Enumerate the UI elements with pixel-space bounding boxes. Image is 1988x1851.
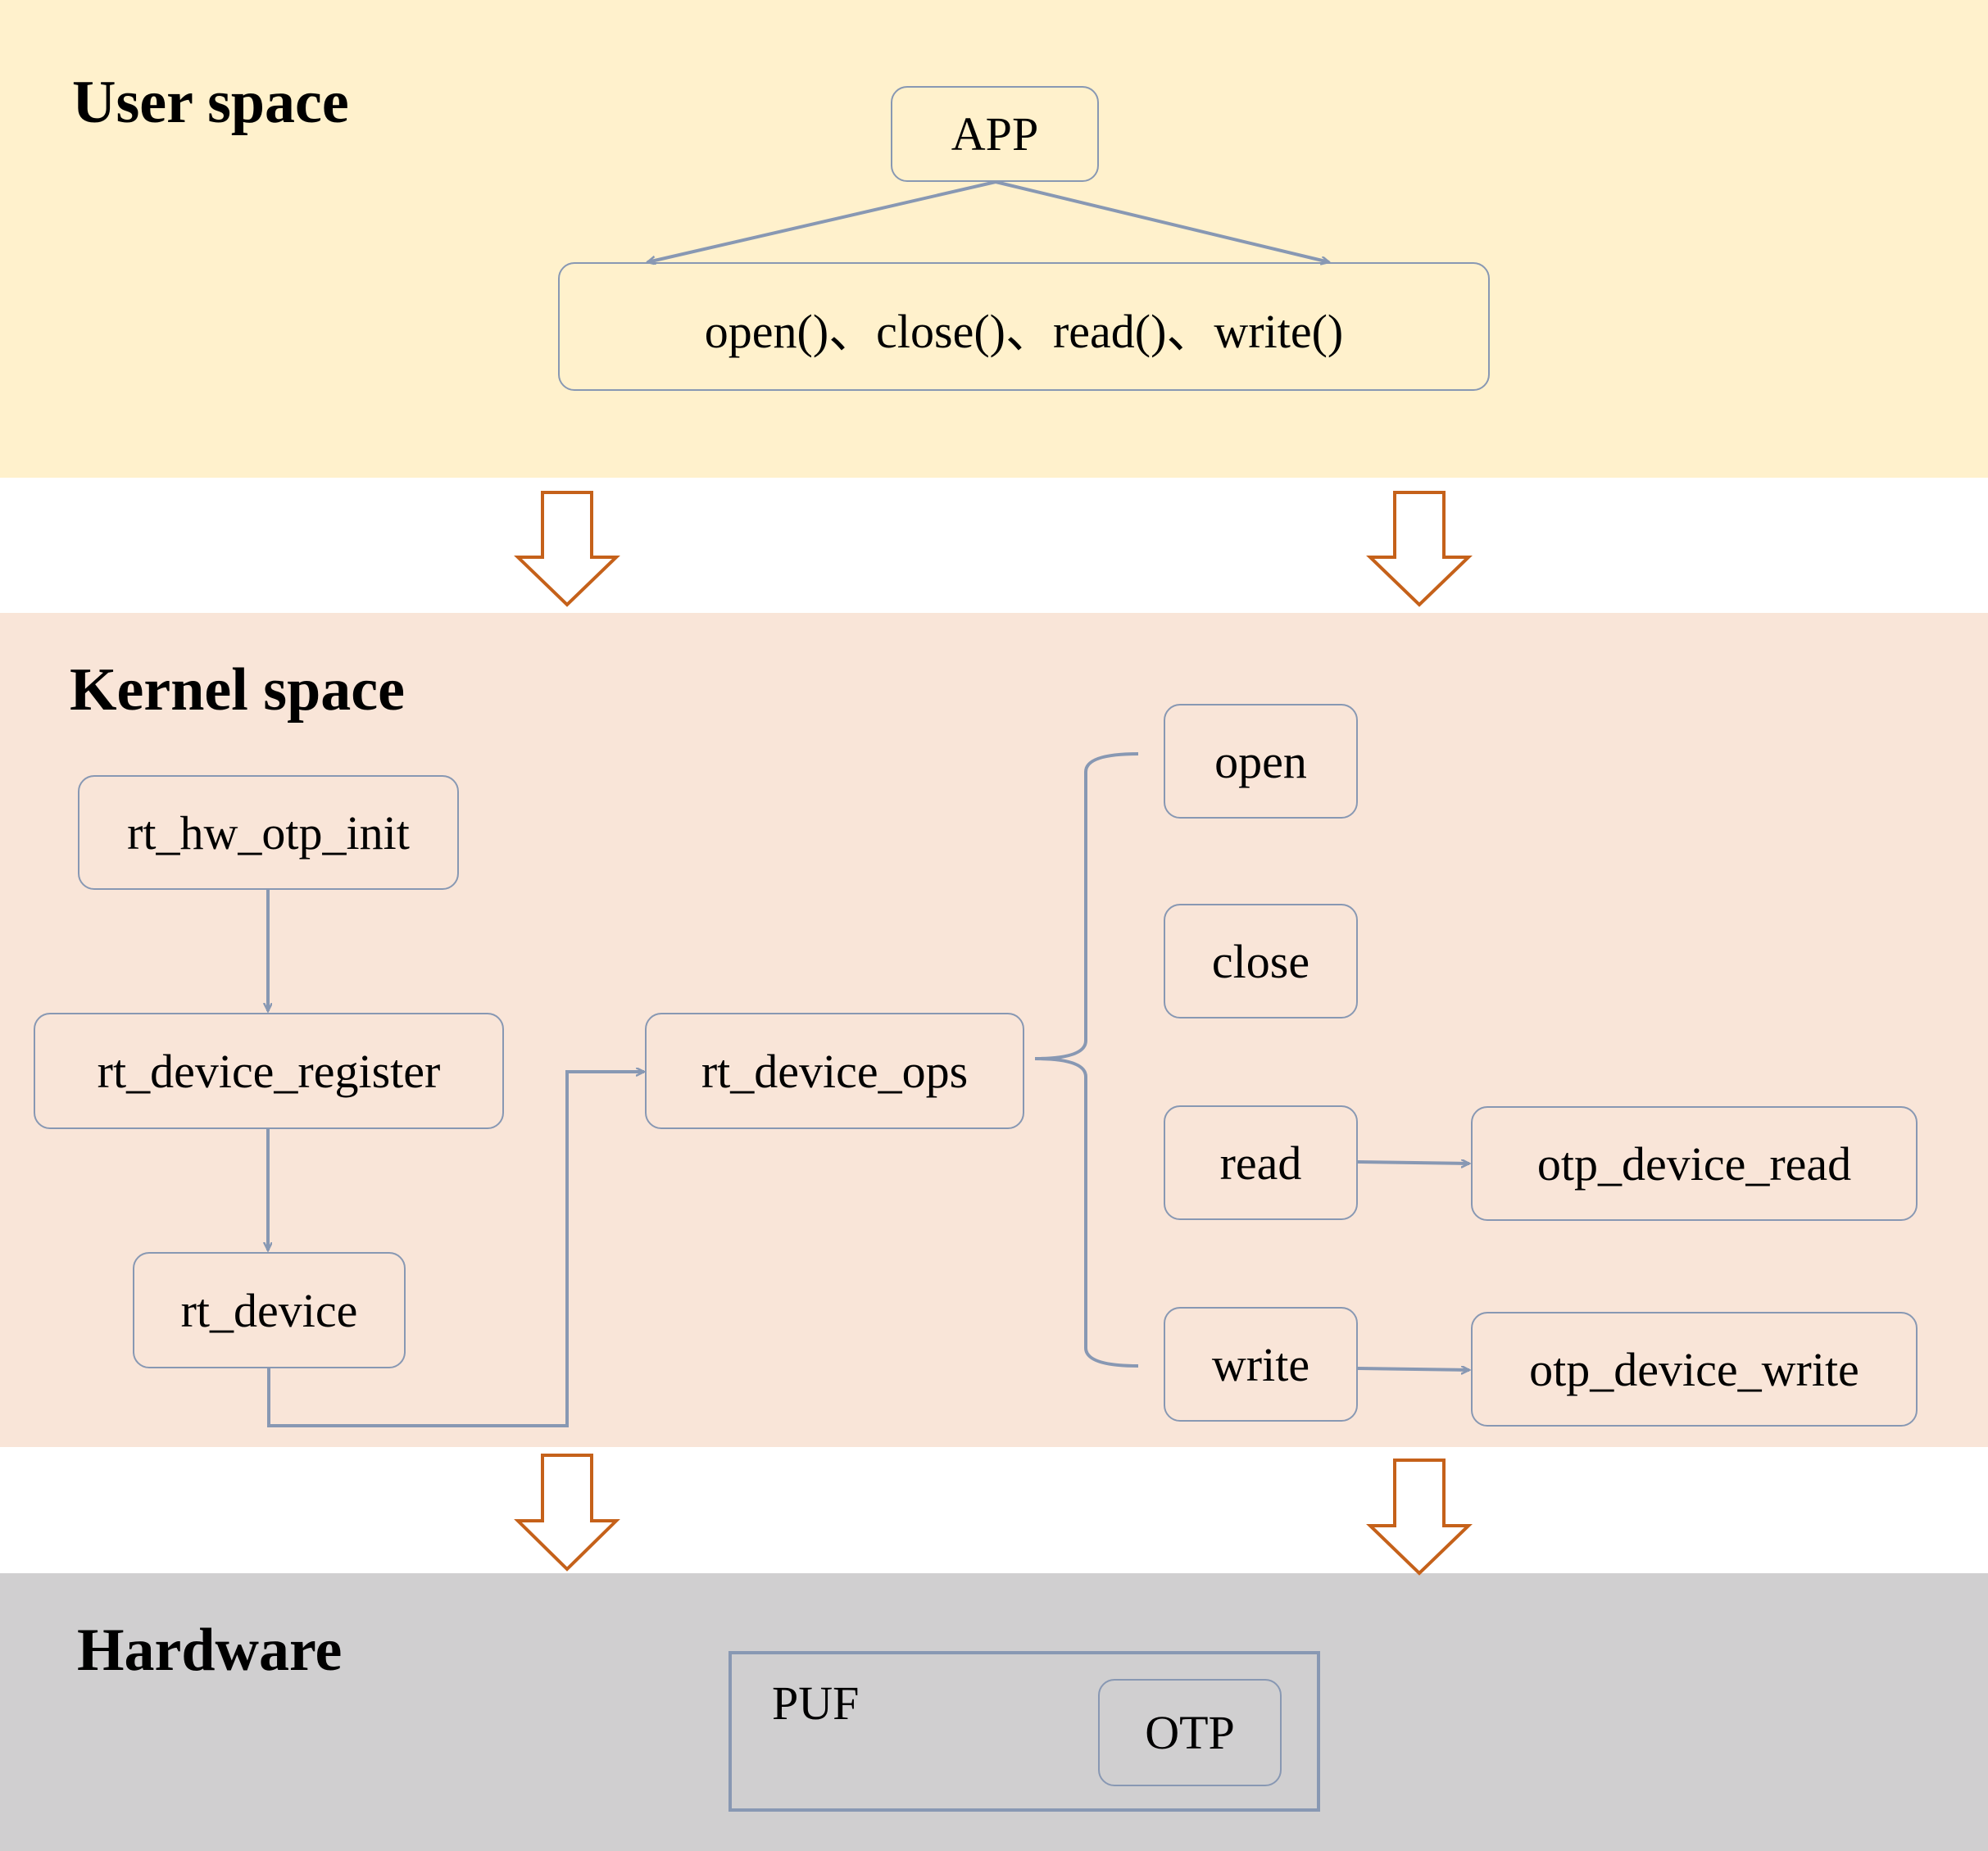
layer-arrow-down-3 — [514, 1454, 620, 1572]
hardware-band — [0, 1573, 1988, 1851]
rt-hw-otp-init-box[interactable]: rt_hw_otp_init — [78, 775, 459, 890]
kernel-space-title: Kernel space — [70, 656, 405, 724]
otp-label: OTP — [1145, 1706, 1235, 1759]
hardware-title: Hardware — [77, 1617, 343, 1684]
rt-device-ops-box[interactable]: rt_device_ops — [645, 1013, 1024, 1129]
syscalls-label: open()、close()、read()、write() — [704, 304, 1344, 358]
ops-close-label: close — [1211, 934, 1310, 988]
ops-read-label: read — [1219, 1136, 1302, 1190]
ops-open-label: open — [1214, 734, 1307, 788]
ops-close-box[interactable]: close — [1164, 904, 1358, 1019]
otp-device-read-box[interactable]: otp_device_read — [1471, 1106, 1918, 1221]
layer-arrow-down-4 — [1366, 1459, 1473, 1576]
otp-device-write-label: otp_device_write — [1529, 1342, 1859, 1396]
app-label: APP — [951, 107, 1039, 161]
rt-hw-otp-init-label: rt_hw_otp_init — [127, 805, 410, 860]
ops-open-box[interactable]: open — [1164, 704, 1358, 819]
puf-container[interactable] — [728, 1651, 1320, 1812]
syscalls-box[interactable]: open()、close()、read()、write() — [558, 262, 1490, 391]
device-to-ops-connector — [267, 1072, 644, 1427]
app-to-syscalls-left-arrow — [647, 180, 996, 262]
otp-device-read-label: otp_device_read — [1536, 1136, 1852, 1191]
ops-write-label: write — [1211, 1337, 1310, 1391]
rt-device-label: rt_device — [180, 1283, 358, 1337]
ops-write-box[interactable]: write — [1164, 1307, 1358, 1422]
rt-device-register-label: rt_device_register — [97, 1044, 441, 1098]
ops-members-brace — [1034, 752, 1139, 1368]
otp-box[interactable]: OTP — [1098, 1679, 1282, 1786]
ops-read-box[interactable]: read — [1164, 1105, 1358, 1220]
puf-label: PUF — [772, 1676, 860, 1730]
kernel-space-band — [0, 613, 1988, 1447]
rt-device-box[interactable]: rt_device — [133, 1252, 406, 1368]
user-space-title: User space — [72, 69, 349, 136]
layer-arrow-down-2 — [1366, 491, 1473, 607]
user-space-band — [0, 0, 1988, 478]
app-box[interactable]: APP — [891, 86, 1099, 182]
rt-device-ops-label: rt_device_ops — [701, 1044, 969, 1098]
rt-device-register-box[interactable]: rt_device_register — [34, 1013, 504, 1129]
app-to-syscalls-right-arrow — [995, 180, 1329, 262]
write-to-impl-arrow — [1357, 1368, 1469, 1370]
otp-device-write-box[interactable]: otp_device_write — [1471, 1312, 1918, 1427]
layer-arrow-down-1 — [514, 491, 620, 607]
read-to-impl-arrow — [1357, 1162, 1469, 1164]
